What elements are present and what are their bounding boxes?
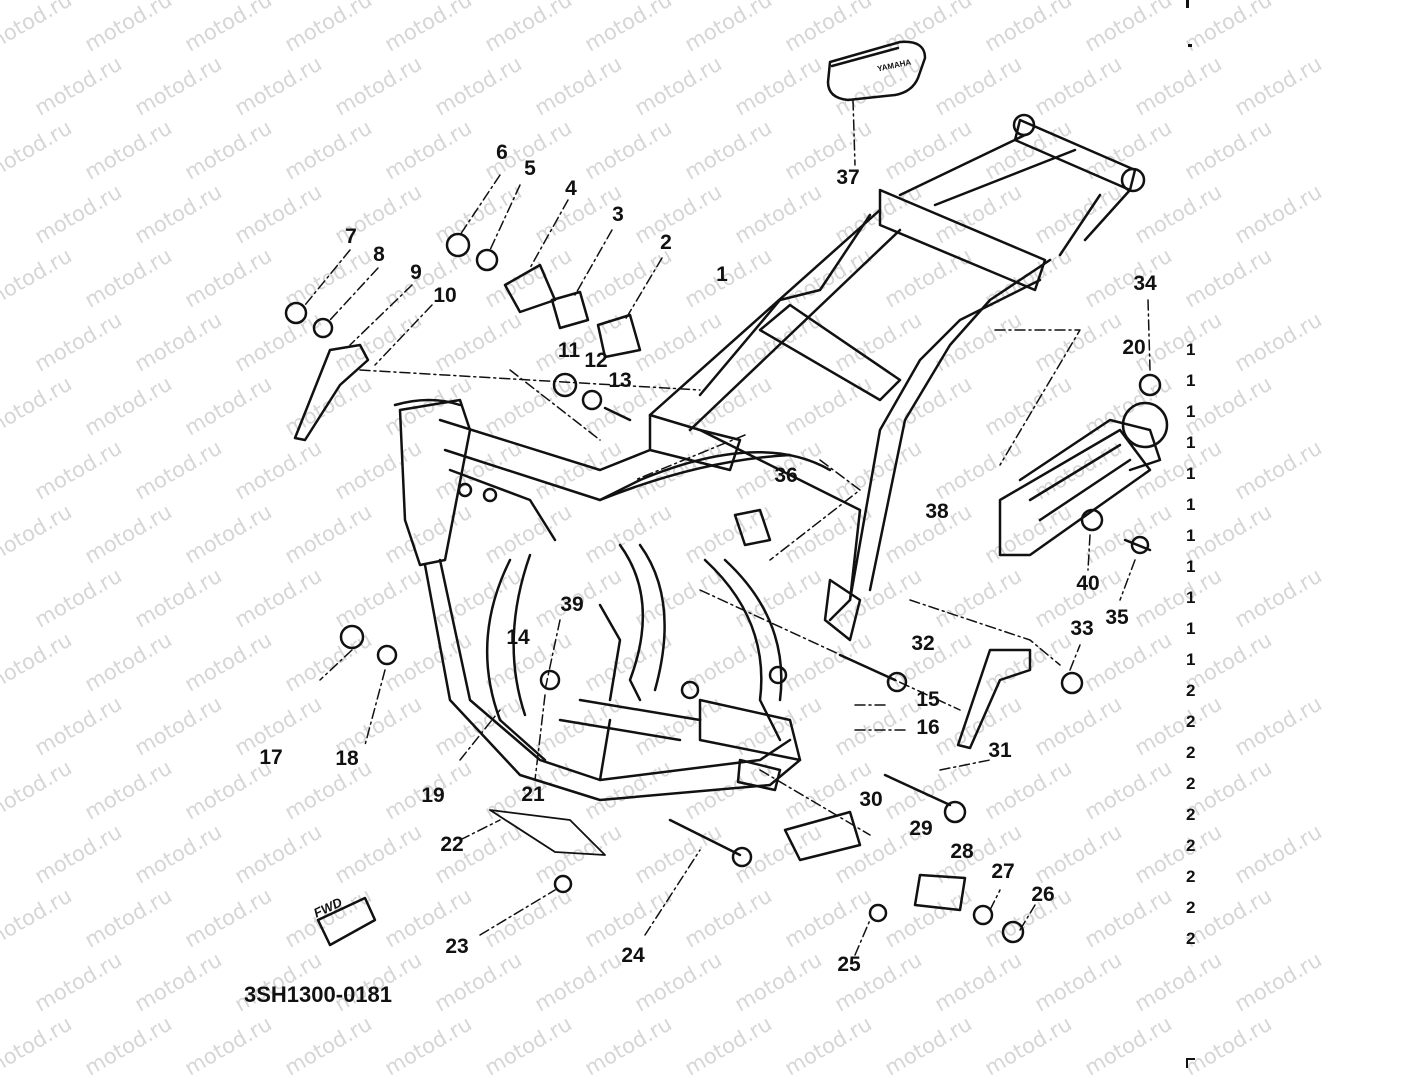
callout-c1: 1 — [716, 263, 728, 286]
right-column-digit: 2 — [1186, 743, 1196, 762]
callout-c24: 24 — [621, 944, 645, 967]
callout-c33: 33 — [1070, 617, 1094, 640]
callout-c29: 29 — [909, 817, 933, 840]
leader-lines — [304, 99, 1151, 956]
callout-c40: 40 — [1076, 572, 1100, 595]
right-column-digit: 2 — [1186, 774, 1196, 793]
callout-c32: 32 — [911, 632, 935, 655]
callout-c7: 7 — [345, 225, 357, 248]
callout-c9: 9 — [410, 261, 422, 284]
callout-c14: 14 — [506, 626, 530, 649]
callout-c5: 5 — [524, 157, 536, 180]
corner-mark-top2 — [1188, 44, 1192, 47]
right-column-digit: 1 — [1186, 495, 1196, 514]
callout-c11: 11 — [557, 339, 581, 362]
corner-mark-bottom — [1186, 1058, 1195, 1060]
callout-c6: 6 — [496, 141, 508, 164]
right-column-digit: 2 — [1186, 681, 1196, 700]
callout-c2: 2 — [660, 231, 672, 254]
callout-c38: 38 — [925, 500, 949, 523]
callout-c15: 15 — [916, 688, 940, 711]
right-column-digit: 1 — [1186, 619, 1196, 638]
right-column-digit: 1 — [1186, 588, 1196, 607]
right-column-digit: 2 — [1186, 898, 1196, 917]
callout-c12: 12 — [584, 349, 608, 372]
collars-and-spacers — [284, 232, 1162, 944]
fwd-arrow — [316, 896, 377, 947]
callout-c4: 4 — [565, 177, 577, 200]
callout-c23: 23 — [445, 935, 469, 958]
callout-c30: 30 — [859, 788, 883, 811]
callout-c27: 27 — [991, 860, 1015, 883]
callout-c21: 21 — [521, 783, 545, 806]
right-column-digit: 1 — [1186, 650, 1196, 669]
callout-c26: 26 — [1031, 883, 1055, 906]
right-column-digit: 2 — [1186, 836, 1196, 855]
callout-c19: 19 — [421, 784, 445, 807]
callout-c13: 13 — [608, 369, 632, 392]
callout-c18: 18 — [335, 747, 359, 770]
callout-c25: 25 — [837, 953, 861, 976]
callout-c28: 28 — [950, 840, 974, 863]
right-column-digit: 1 — [1186, 371, 1196, 390]
seat-pad-part — [826, 40, 927, 102]
brackets — [293, 343, 1032, 862]
callout-c16: 16 — [916, 716, 940, 739]
callout-c34: 34 — [1133, 272, 1157, 295]
callout-c10: 10 — [433, 284, 457, 307]
right-column-digit: 1 — [1186, 340, 1196, 359]
right-column-digit: 1 — [1186, 464, 1196, 483]
callout-c17: 17 — [259, 746, 283, 769]
right-column-digit: 1 — [1186, 526, 1196, 545]
corner-mark-bottom-v — [1186, 1058, 1188, 1068]
right-column-digit: 2 — [1186, 929, 1196, 948]
right-column-digit: 2 — [1186, 867, 1196, 886]
callout-c39: 39 — [560, 593, 584, 616]
right-column-digit: 1 — [1186, 402, 1196, 421]
callout-c37: 37 — [836, 166, 860, 189]
battery-box-part — [998, 401, 1169, 557]
right-column-digit: 1 — [1186, 557, 1196, 576]
right-column-digit: 2 — [1186, 712, 1196, 731]
right-column-digit: 1 — [1186, 433, 1196, 452]
callout-c35a: 35 — [1105, 606, 1129, 629]
callout-c31: 31 — [988, 739, 1012, 762]
main-frame — [393, 113, 1146, 802]
callout-c3: 3 — [612, 203, 624, 226]
diagram-code: 3SH1300-0181 — [244, 982, 393, 1007]
callout-c20: 20 — [1122, 336, 1146, 359]
callout-c36: 36 — [774, 464, 798, 487]
corner-mark-top — [1186, 0, 1189, 8]
right-column-digit: 2 — [1186, 805, 1196, 824]
callout-c22: 22 — [440, 833, 464, 856]
callout-c8: 8 — [373, 243, 385, 266]
